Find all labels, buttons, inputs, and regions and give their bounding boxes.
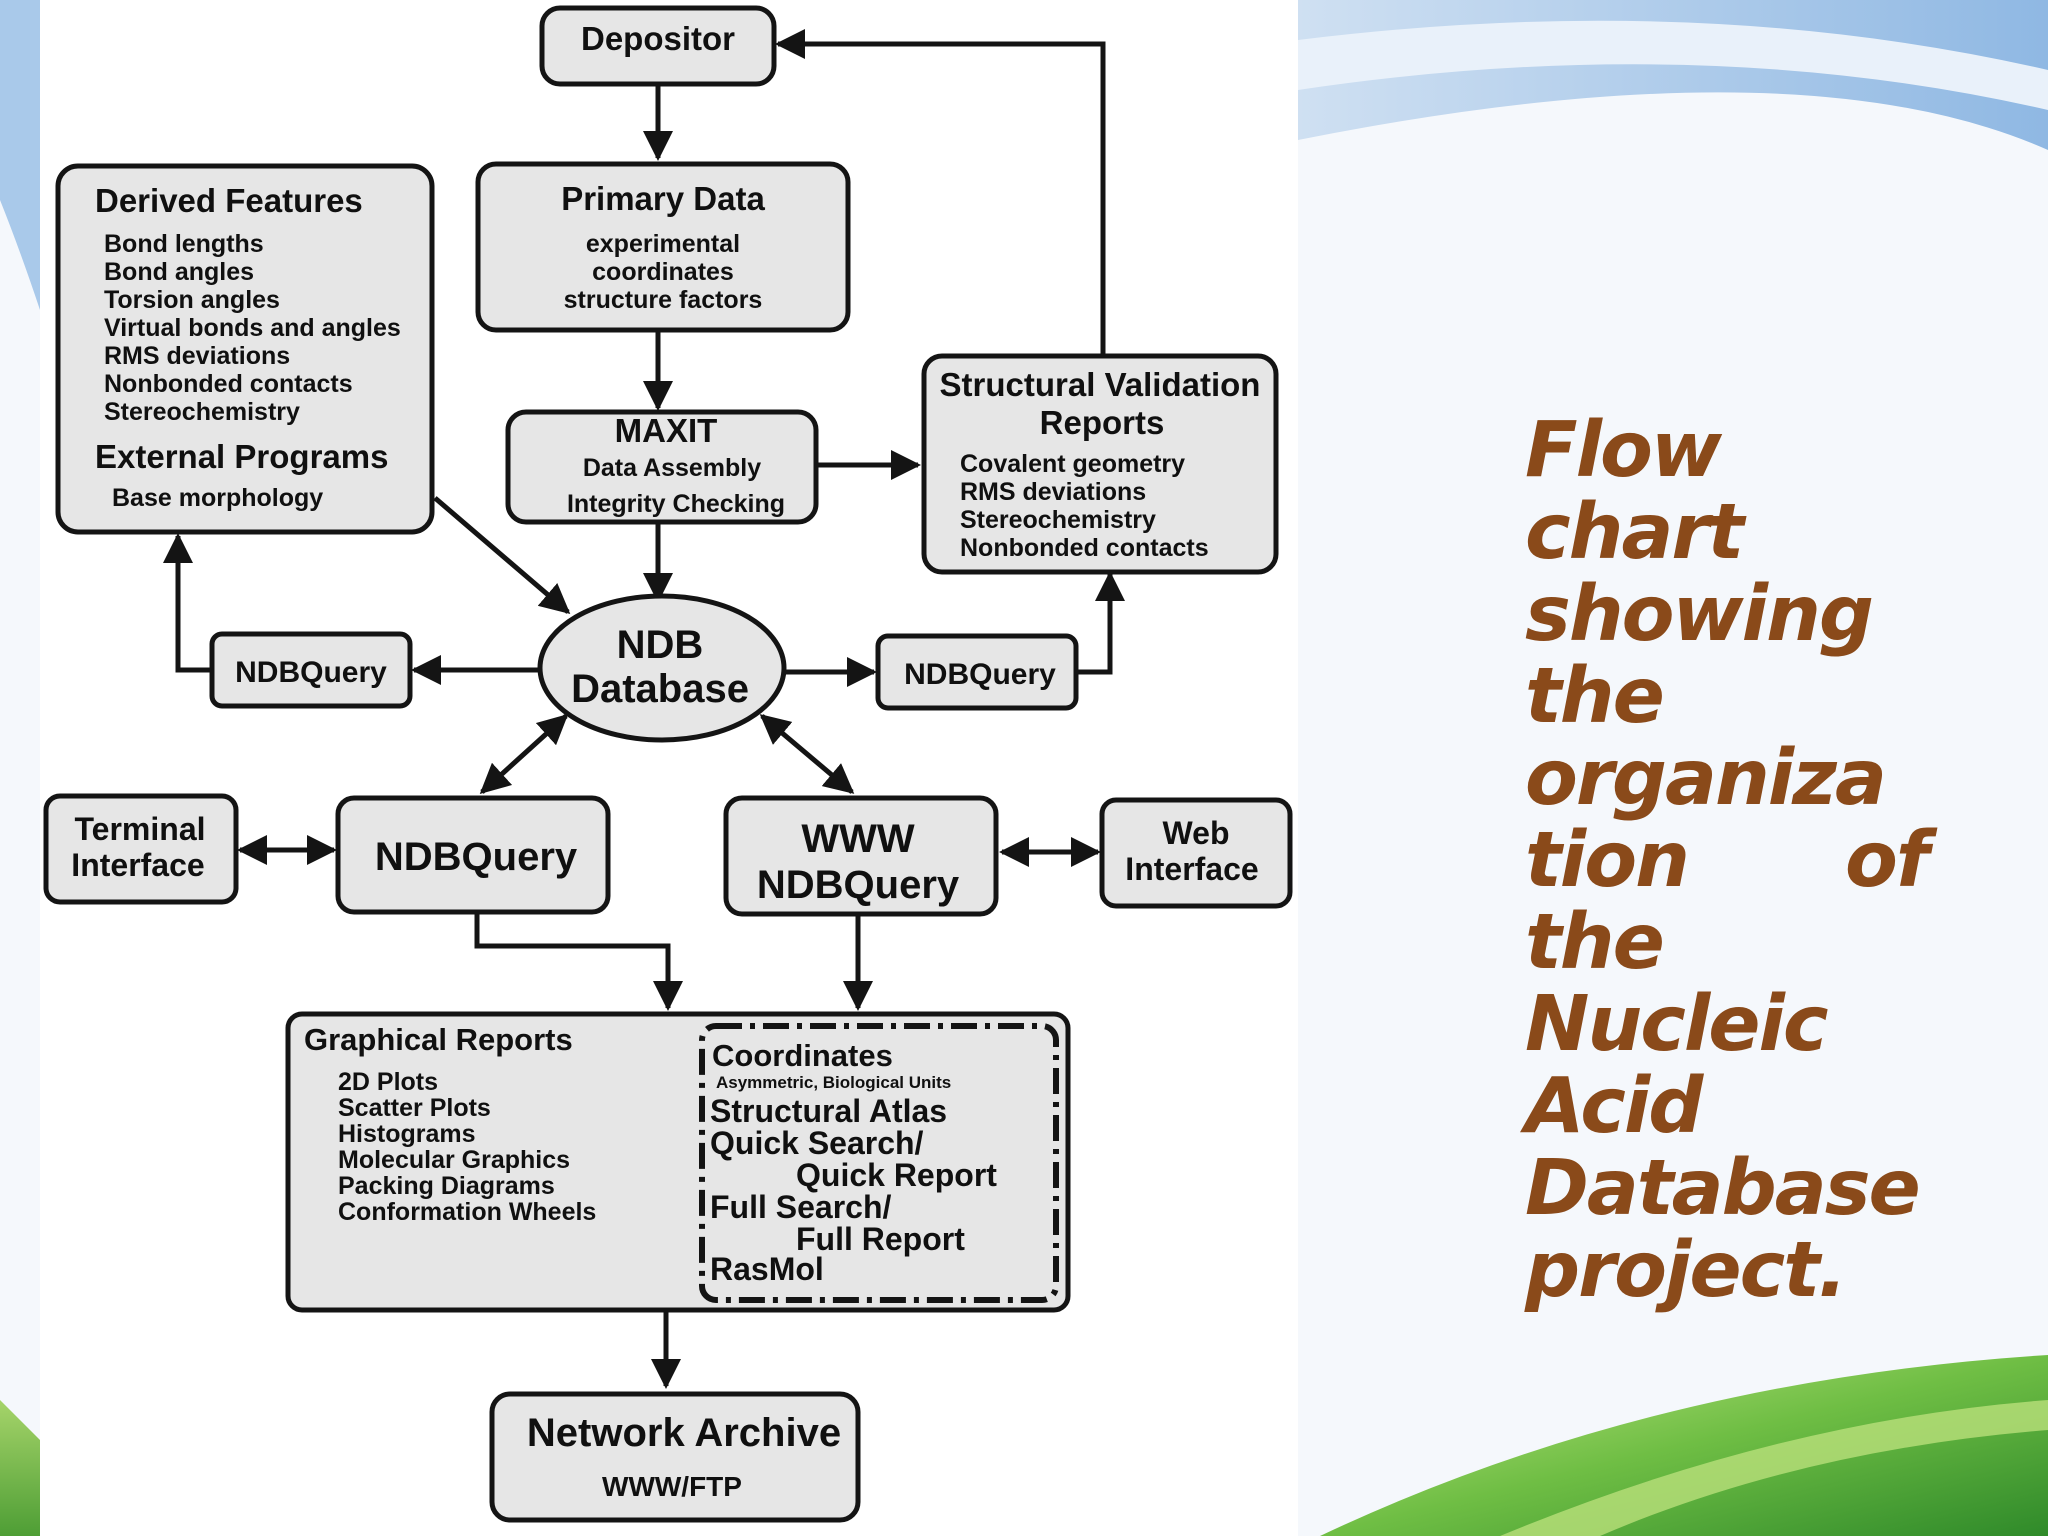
connectors [163,29,1125,1389]
svg-text:experimental: experimental [586,230,740,258]
svg-text:structure factors: structure factors [564,286,763,314]
arrow-query-left-to-derived [163,533,210,673]
svg-text:Scatter Plots: Scatter Plots [338,1094,491,1122]
svg-text:Primary Data: Primary Data [561,180,765,217]
svg-text:Interface: Interface [1125,851,1258,887]
svg-text:Depositor: Depositor [581,20,735,57]
svg-text:Histograms: Histograms [338,1120,476,1148]
ndbquery-main-box: NDBQuery [335,795,611,915]
svg-text:Quick Search/: Quick Search/ [710,1125,924,1161]
svg-text:Graphical Reports: Graphical Reports [304,1022,573,1057]
svg-text:Structural Validation: Structural Validation [940,366,1261,403]
svg-text:Coordinates: Coordinates [712,1038,893,1073]
svg-text:Covalent geometry: Covalent geometry [960,450,1185,478]
svg-text:Reports: Reports [1040,404,1165,441]
sky-swoosh-left [0,0,40,310]
svg-text:2D Plots: 2D Plots [338,1068,438,1096]
primary-data-box: Primary Data experimental coordinates st… [475,161,851,333]
svg-text:Conformation Wheels: Conformation Wheels [338,1198,596,1226]
svg-text:Network Archive: Network Archive [527,1411,841,1455]
arrow-ndb-www-bidir [759,714,855,794]
svg-text:Bond angles: Bond angles [104,258,254,286]
svg-text:Nonbonded contacts: Nonbonded contacts [960,534,1209,562]
depositor-box: Depositor [539,5,777,87]
svg-text:Stereochemistry: Stereochemistry [104,398,300,426]
ndbquery-left-box: NDBQuery [209,631,413,709]
graphical-reports-box: Graphical Reports 2D Plots Scatter Plots… [285,1011,1071,1313]
svg-text:Terminal: Terminal [75,811,206,847]
sky-swoosh-right-band [1298,20,2048,111]
grass-hill-left [0,1400,40,1536]
svg-text:Virtual bonds and angles: Virtual bonds and angles [104,314,401,342]
ndb-database-node: NDB Database [537,593,787,743]
arrow-derived-to-ndb [433,496,571,614]
ndbquery-right-box: NDBQuery [875,633,1079,711]
svg-text:Asymmetric, Biological Units: Asymmetric, Biological Units [716,1073,951,1092]
caption-line: Acid [1525,1062,1703,1151]
caption-line: of [1845,816,1929,905]
arrow-query-right-to-validation [1077,571,1125,675]
svg-text:coordinates: coordinates [592,258,734,286]
svg-text:Interface: Interface [71,847,204,883]
svg-text:NDBQuery: NDBQuery [757,863,960,907]
derived-features-box: Derived Features Bond lengths Bond angle… [55,163,435,535]
svg-text:Data Assembly: Data Assembly [583,454,761,482]
grass-hill-right [1320,1355,2048,1536]
caption-line: Flow [1525,406,1722,495]
svg-text:Molecular Graphics: Molecular Graphics [338,1146,570,1174]
svg-text:Derived Features: Derived Features [95,182,363,219]
maxit-box: MAXIT Data Assembly Integrity Checking [505,409,819,525]
caption-line: Database [1525,1144,1921,1233]
web-interface-box: Web Interface [1099,797,1293,909]
caption-line: Nucleic [1525,980,1829,1069]
svg-text:MAXIT: MAXIT [615,412,718,449]
svg-text:Packing Diagrams: Packing Diagrams [338,1172,555,1200]
svg-text:External Programs: External Programs [95,438,388,475]
svg-text:Full Report: Full Report [796,1221,965,1257]
caption-line: chart [1525,488,1744,577]
svg-text:NDB: NDB [617,623,704,667]
caption-line: the [1525,652,1665,741]
caption-line: showing [1525,570,1874,659]
validation-reports-box: Structural Validation Reports Covalent g… [921,353,1279,575]
network-archive-box: Network Archive WWW/FTP [489,1391,861,1523]
caption-line: project. [1525,1226,1847,1315]
svg-text:WWW/FTP: WWW/FTP [602,1471,742,1502]
www-ndbquery-box: WWW NDBQuery [723,795,999,917]
svg-text:RMS deviations: RMS deviations [104,342,290,370]
svg-text:Structural Atlas: Structural Atlas [710,1093,947,1129]
caption-line: the [1525,898,1665,987]
svg-text:Bond lengths: Bond lengths [104,230,264,258]
svg-text:Nonbonded contacts: Nonbonded contacts [104,370,353,398]
svg-text:Database: Database [571,667,749,711]
svg-text:RMS deviations: RMS deviations [960,478,1146,506]
arrow-ndb-ndbquery-bidir [479,713,569,795]
grass-hill-right-highlight [1500,1400,2048,1536]
svg-text:Base morphology: Base morphology [112,484,323,512]
caption-line: tion [1525,816,1690,905]
caption-line: organiza [1525,734,1887,823]
coordinates-panel: Coordinates Asymmetric, Biological Units… [699,1023,1059,1303]
svg-text:Web: Web [1163,815,1230,851]
arrow-validation-to-depositor [775,29,1106,354]
svg-text:Full Search/: Full Search/ [710,1189,892,1225]
svg-text:NDBQuery: NDBQuery [235,656,387,689]
svg-text:NDBQuery: NDBQuery [375,835,578,879]
svg-text:Torsion angles: Torsion angles [104,286,280,314]
svg-text:Stereochemistry: Stereochemistry [960,506,1156,534]
svg-text:NDBQuery: NDBQuery [904,658,1056,691]
svg-text:RasMol: RasMol [710,1251,824,1287]
svg-text:Integrity Checking: Integrity Checking [567,490,785,518]
arrow-ndbquery-to-reports [474,914,683,1011]
terminal-interface-box: Terminal Interface [43,793,239,905]
svg-text:WWW: WWW [801,817,915,861]
svg-text:Quick Report: Quick Report [796,1157,997,1193]
